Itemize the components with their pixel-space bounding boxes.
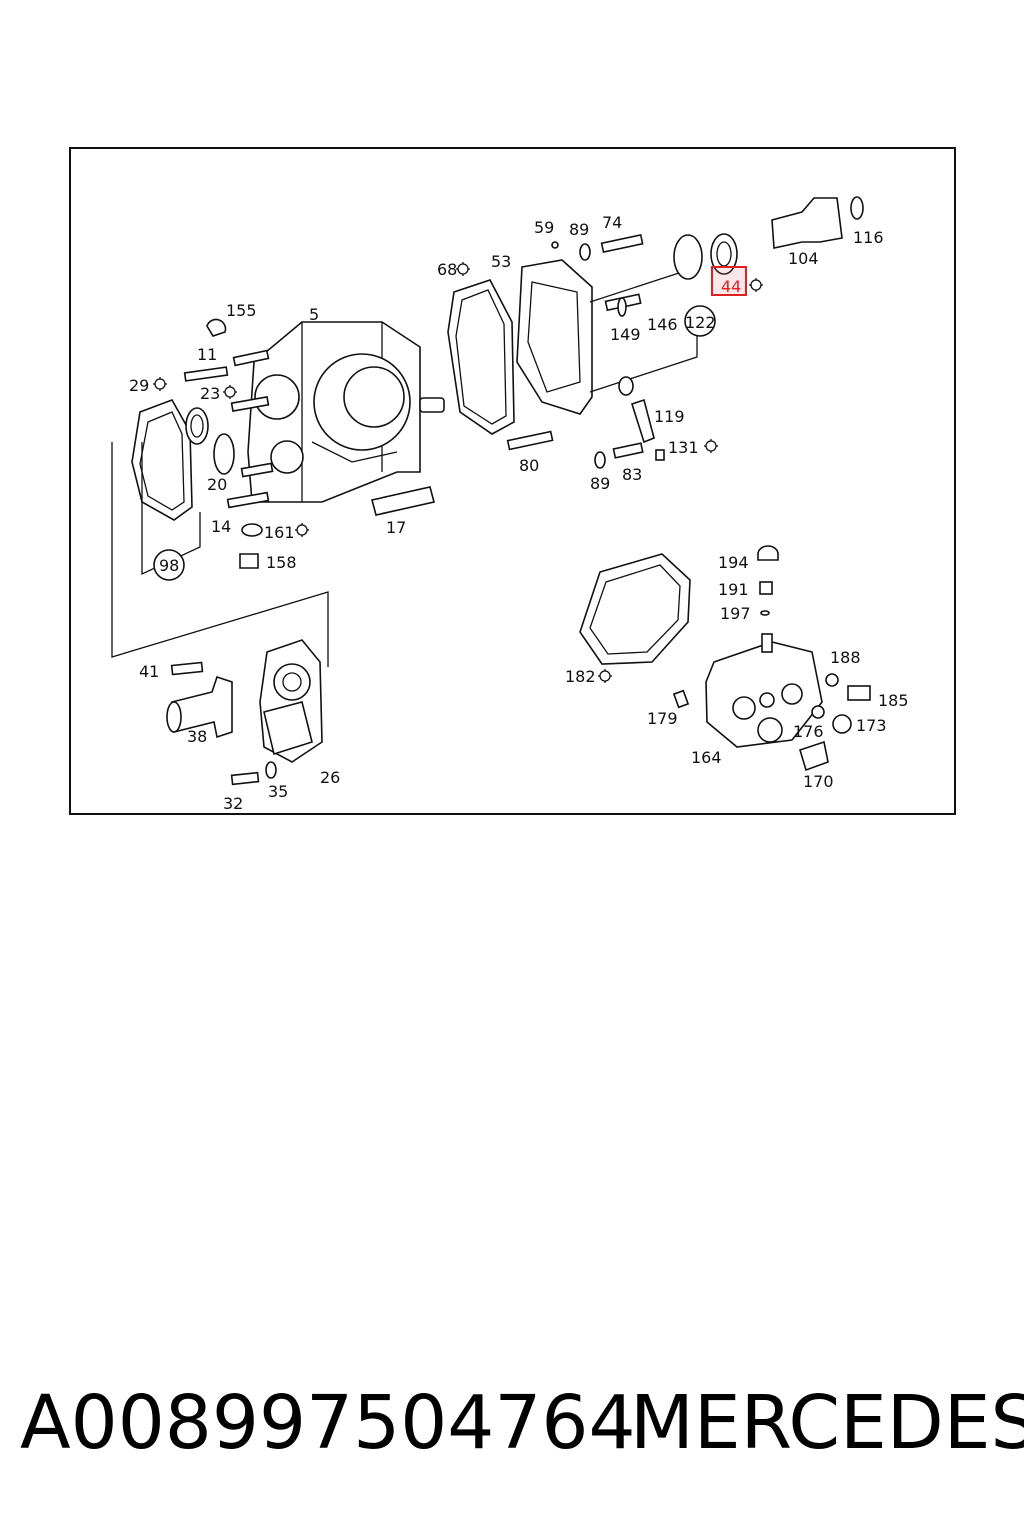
label-98: 98 bbox=[159, 556, 179, 575]
label-146: 146 bbox=[647, 315, 678, 334]
label-158: 158 bbox=[266, 553, 297, 572]
footer: A008997504764 MERCEDES bbox=[0, 1368, 1024, 1478]
drive-gear bbox=[673, 234, 703, 280]
cover-gasket bbox=[447, 279, 515, 435]
exploded-parts-diagram: 155 5 11 29 23 20 14 161 158 98 17 68 53… bbox=[111, 196, 909, 813]
callout-circle-122 bbox=[684, 305, 716, 337]
shaft bbox=[371, 486, 435, 516]
label-59: 59 bbox=[534, 218, 554, 237]
label-44: 44 bbox=[721, 277, 741, 296]
label-41: 41 bbox=[139, 662, 159, 681]
o-ring bbox=[213, 433, 235, 475]
label-20: 20 bbox=[207, 475, 227, 494]
label-185: 185 bbox=[878, 691, 909, 710]
label-197: 197 bbox=[720, 604, 751, 623]
part-number: A008997504764 bbox=[20, 1380, 636, 1466]
label-155: 155 bbox=[226, 301, 257, 320]
label-17: 17 bbox=[386, 518, 406, 537]
label-5: 5 bbox=[309, 305, 319, 324]
label-80: 80 bbox=[519, 456, 539, 475]
label-191: 191 bbox=[718, 580, 749, 599]
label-176: 176 bbox=[793, 722, 824, 741]
label-26: 26 bbox=[320, 768, 340, 787]
label-29: 29 bbox=[129, 376, 149, 395]
label-53: 53 bbox=[491, 252, 511, 271]
label-89-top: 89 bbox=[569, 220, 589, 239]
label-194: 194 bbox=[718, 553, 749, 572]
label-68: 68 bbox=[437, 260, 457, 279]
label-179: 179 bbox=[647, 709, 678, 728]
parts-diagram-frame: 155 5 11 29 23 20 14 161 158 98 17 68 53… bbox=[69, 147, 956, 815]
label-89-bottom: 89 bbox=[590, 474, 610, 493]
label-11: 11 bbox=[197, 345, 217, 364]
label-83: 83 bbox=[622, 465, 642, 484]
studs bbox=[183, 349, 274, 509]
cap bbox=[206, 318, 227, 337]
label-35: 35 bbox=[268, 782, 288, 801]
label-119: 119 bbox=[654, 407, 685, 426]
label-122: 122 bbox=[685, 313, 716, 332]
label-182: 182 bbox=[565, 667, 596, 686]
label-188: 188 bbox=[830, 648, 861, 667]
label-14: 14 bbox=[211, 517, 231, 536]
brand-name: MERCEDES bbox=[630, 1380, 1024, 1466]
highlight-box bbox=[711, 266, 747, 296]
label-161: 161 bbox=[264, 523, 295, 542]
label-23: 23 bbox=[200, 384, 220, 403]
label-38: 38 bbox=[187, 727, 207, 746]
label-116: 116 bbox=[853, 228, 884, 247]
seal-ring bbox=[185, 407, 209, 445]
label-170: 170 bbox=[803, 772, 834, 791]
label-149: 149 bbox=[610, 325, 641, 344]
label-131: 131 bbox=[668, 438, 699, 457]
callout-circle-98 bbox=[153, 549, 185, 581]
output-flange bbox=[771, 197, 843, 249]
label-104: 104 bbox=[788, 249, 819, 268]
shaft-seal bbox=[710, 233, 738, 275]
label-32: 32 bbox=[223, 794, 243, 813]
label-74: 74 bbox=[602, 213, 622, 232]
left-gasket bbox=[111, 399, 329, 667]
label-173: 173 bbox=[856, 716, 887, 735]
rear-cover bbox=[516, 259, 593, 415]
label-164: 164 bbox=[691, 748, 722, 767]
gearbox-housing bbox=[247, 321, 445, 503]
